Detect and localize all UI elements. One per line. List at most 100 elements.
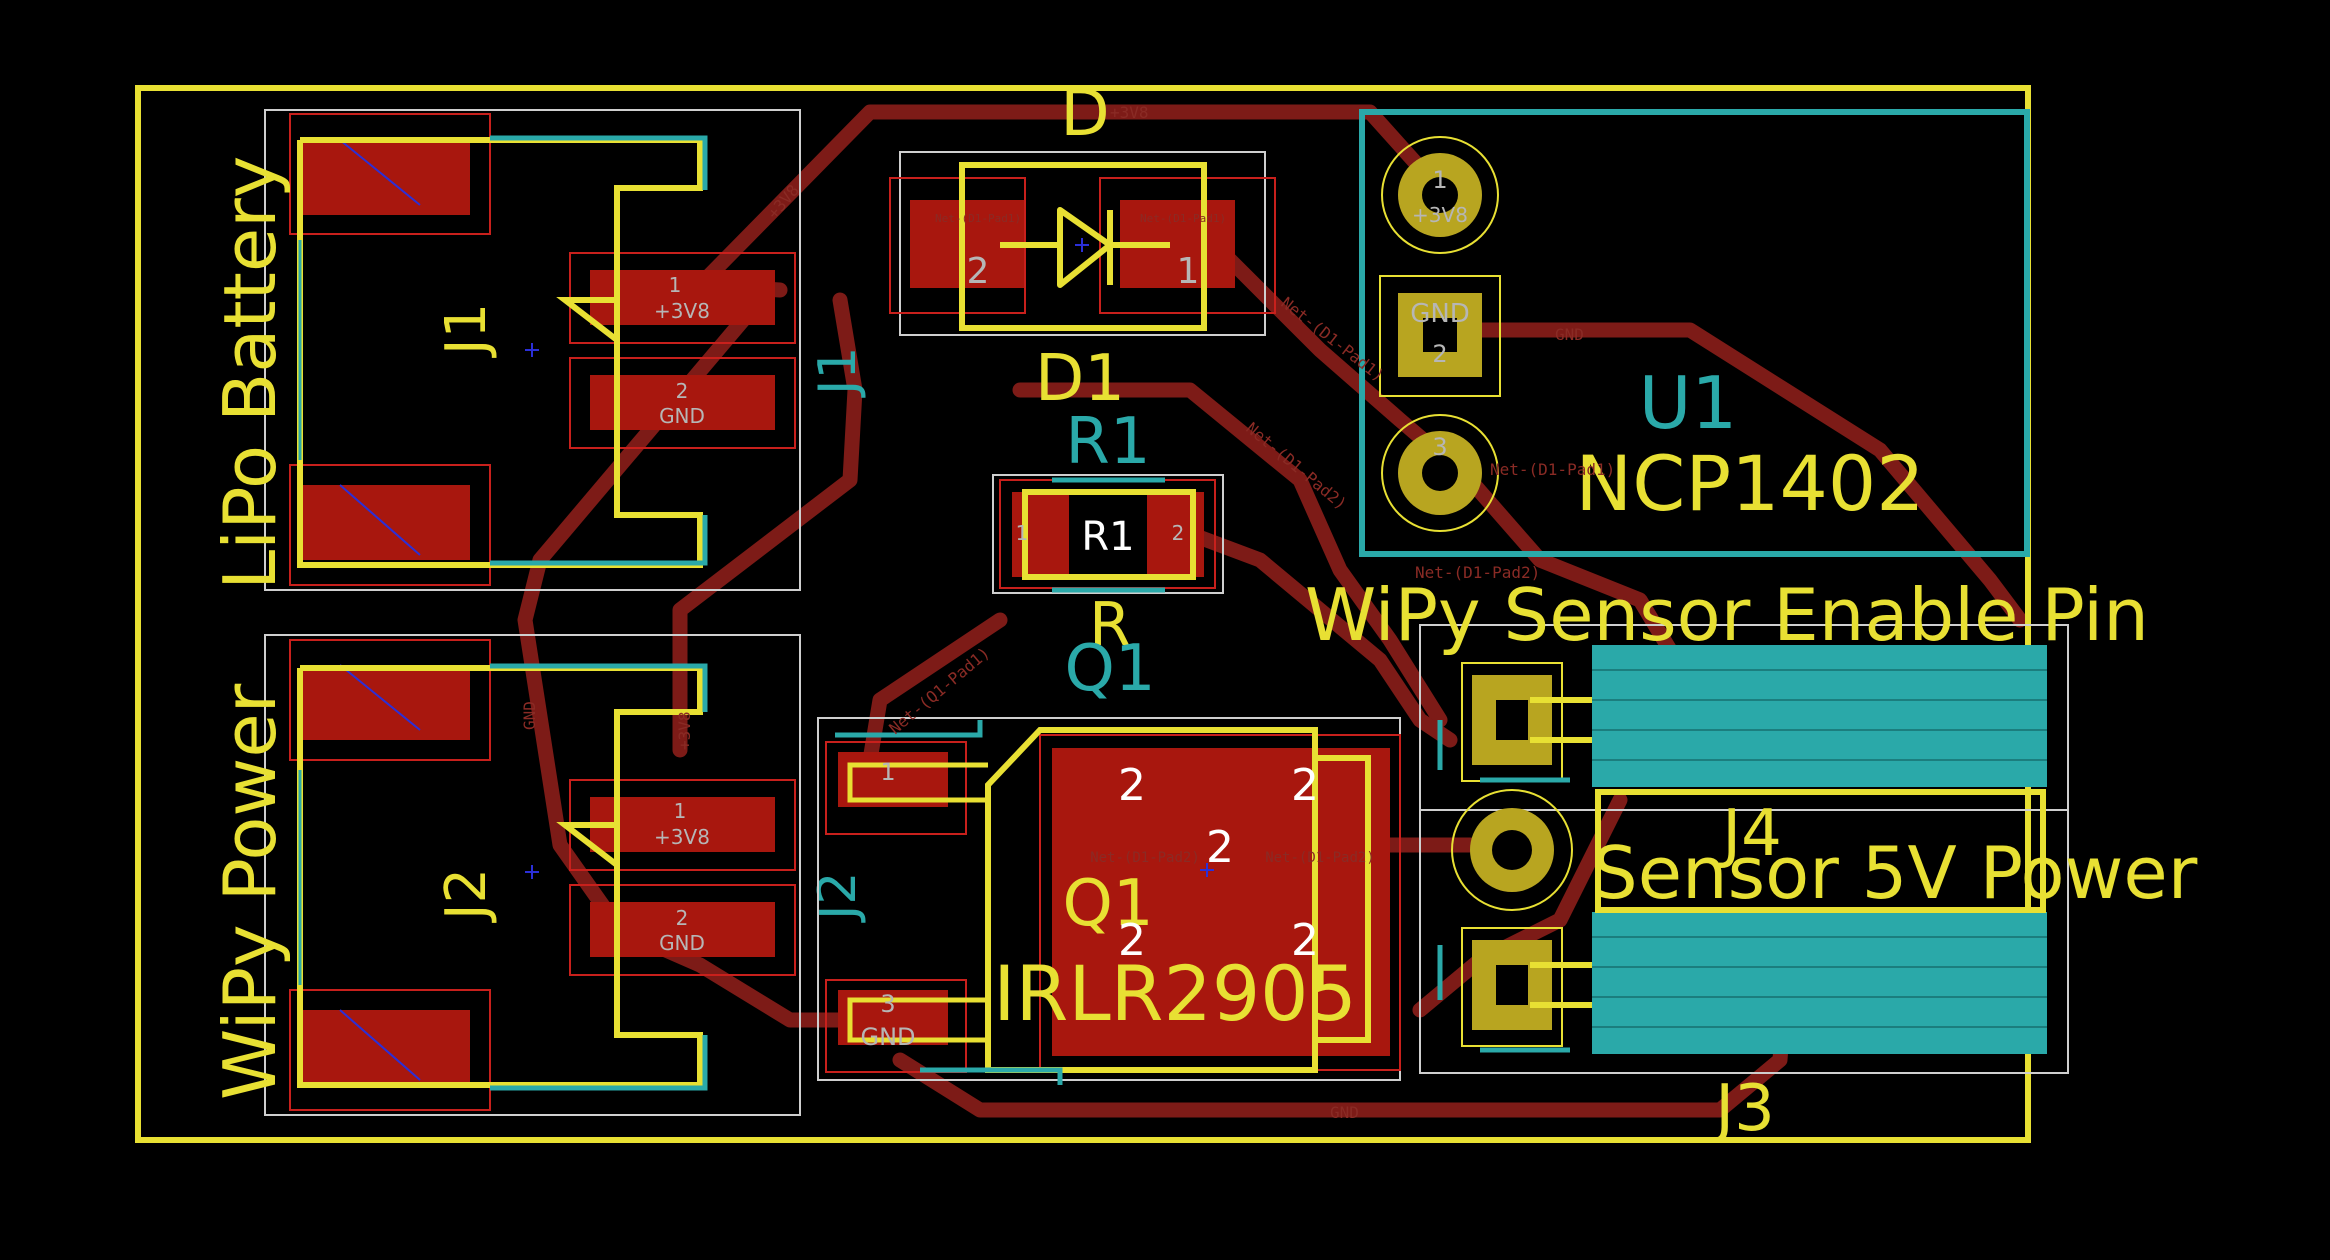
r1-pad2-number: 2 — [1172, 521, 1185, 545]
d1-pad-1-outline — [1099, 177, 1276, 314]
j2-pad-1 — [590, 797, 775, 852]
j1-courtyard — [264, 109, 801, 591]
j4-silk-body — [1595, 789, 2046, 913]
q1-pad-1-outline — [825, 741, 967, 835]
j2-pad1-number: 1 — [674, 799, 687, 823]
q1-pad-net-left: Net-(D1-Pad2) — [1090, 850, 1200, 866]
j2-mount-pad-top-line — [339, 664, 421, 731]
j2-pad1-net: +3V8 — [654, 825, 710, 849]
u1-pad-2-hole — [1423, 318, 1457, 352]
j1-pad2-number: 2 — [676, 379, 689, 403]
d1-value: D — [1060, 77, 1109, 151]
d1-silk-body — [959, 162, 1207, 331]
u1-pad1-number: 1 — [1432, 166, 1447, 194]
connector-j4: J4 J3 — [1419, 624, 2069, 1146]
trace-3v8-down — [672, 292, 863, 758]
j1-pad-2 — [590, 375, 775, 430]
net-label-d1pad2-b: Net-(D1-Pad2) — [1415, 563, 1540, 582]
r1-fab-lines — [1052, 477, 1165, 593]
u1-fab-outline — [1359, 109, 2030, 557]
q1-silk-leads — [847, 762, 988, 1043]
resistor-r1: R1 R1 R 1 2 — [992, 405, 1224, 660]
q1-silk-body — [985, 727, 1318, 1073]
j1-mount-pad-bottom-line — [339, 484, 421, 556]
j4-pad-2-outline — [1451, 789, 1573, 911]
u1-pad3-number: 3 — [1432, 433, 1447, 461]
net-label-gnd-left: GND — [520, 701, 539, 730]
u1-pad-1-hole — [1422, 177, 1458, 213]
marker-j2 — [525, 865, 539, 879]
j1-silk-body — [297, 140, 703, 568]
net-label-d1-pad-right: Net-(D1-Pad1) — [1140, 212, 1226, 225]
j1-pad1-net: +3V8 — [654, 299, 710, 323]
label-wipy-power: WiPy Power — [208, 683, 292, 1100]
net-label-3v8-top: +3V8 — [1110, 103, 1149, 122]
marker-q1 — [1200, 863, 1214, 877]
j2-mount-pad-top-outline — [289, 639, 491, 761]
j4-fab-lines — [1437, 720, 1570, 1053]
j1-pad-2-outline — [569, 357, 796, 449]
marker-d1 — [1075, 238, 1089, 252]
q1-pad-2-tab — [1052, 748, 1390, 1056]
trace-d1-pad2 — [1012, 382, 1448, 728]
label-sensor-5v-power: Sensor 5V Power — [1592, 831, 2198, 915]
j2-pad-2-outline — [569, 884, 796, 976]
q1-pad3-net: GND — [860, 1023, 915, 1051]
j1-fab-body — [490, 135, 708, 566]
j3-pad-1-hole — [1496, 965, 1528, 1005]
j4-copper-fill-bottom — [1592, 912, 2047, 1054]
mosfet-q1: Q1 Q1 1 3 GND 2 2 2 2 2 IRLR2905 Net-(D1… — [817, 632, 1401, 1085]
j4-pad-2-hole — [1492, 830, 1532, 870]
j2-pad2-number: 2 — [676, 906, 689, 930]
j2-ref-silk: J2 — [434, 868, 499, 923]
j2-mount-pad-bottom-line — [339, 1009, 421, 1081]
r1-value: R — [1089, 590, 1131, 660]
j2-pad2-net: GND — [659, 931, 705, 955]
q1-ref-fab: Q1 — [1064, 632, 1155, 706]
q1-silk-tab — [1315, 755, 1371, 1043]
j4-copper-fill-top — [1592, 645, 2047, 787]
trace-left-loop — [517, 292, 888, 1028]
r1-ref-silk: R1 — [1081, 514, 1134, 560]
u1-pad-2-outline — [1379, 275, 1501, 397]
connector-j2: J2 J2 1 +3V8 2 GND — [264, 634, 868, 1116]
j2-mount-pad-bottom — [300, 1010, 470, 1085]
r1-pad1-number: 1 — [1016, 521, 1029, 545]
q1-ref-silk: Q1 — [1062, 867, 1153, 941]
j1-ref-fab: J1 — [808, 347, 868, 398]
j1-pad-1 — [590, 270, 775, 325]
j1-mount-pad-bottom — [300, 485, 470, 560]
j4-silk-leads — [1530, 697, 1592, 1008]
u1-pad-1 — [1381, 136, 1499, 254]
trace-q1-pad1 — [862, 612, 1008, 768]
trace-3v8-top — [692, 104, 1448, 293]
net-label-d1pad1-b: Net-(D1-Pad1) — [1490, 460, 1615, 479]
u1-pad2-number: 2 — [1432, 340, 1447, 368]
q1-pad2-number-a: 2 — [1118, 760, 1146, 811]
q1-pad2-number-b: 2 — [1291, 760, 1319, 811]
q1-pad3-number: 3 — [880, 990, 895, 1018]
j1-mount-pad-top-line — [339, 139, 421, 206]
net-label-d1-pad-left: Net-(D1-Pad1) — [935, 212, 1021, 225]
q1-pad-net-right: Net-(D1-Pad2) — [1265, 850, 1375, 866]
j1-ref-silk: J1 — [434, 303, 499, 358]
d1-diode-symbol — [1000, 207, 1170, 288]
j2-courtyard — [264, 634, 801, 1116]
net-label-d1pad1-a: Net-(D1-Pad1) — [1278, 293, 1388, 385]
u1-pad2-net: GND — [1410, 299, 1470, 329]
j2-silk-body — [297, 668, 703, 1088]
u1-pad-3 — [1381, 414, 1499, 532]
j4-ref: J4 — [1718, 797, 1782, 871]
net-label-3v8-j2: +3V8 — [675, 711, 694, 750]
j1-pad2-net: GND — [659, 404, 705, 428]
d1-pad2-number: 2 — [967, 251, 990, 292]
j1-mount-pad-bottom-outline — [289, 464, 491, 586]
j2-mount-pad-bottom-outline — [289, 989, 491, 1111]
label-lipo-battery: LiPo Battery — [208, 156, 292, 590]
u1-value: NCP1402 — [1575, 439, 1924, 528]
j4-courtyard — [1419, 624, 2069, 1074]
j4-fill-hatch — [1592, 669, 2047, 1028]
silkscreen-labels: LiPo Battery WiPy Power WiPy Sensor Enab… — [208, 156, 2198, 1100]
j3-pad-1-outline — [1461, 927, 1563, 1047]
